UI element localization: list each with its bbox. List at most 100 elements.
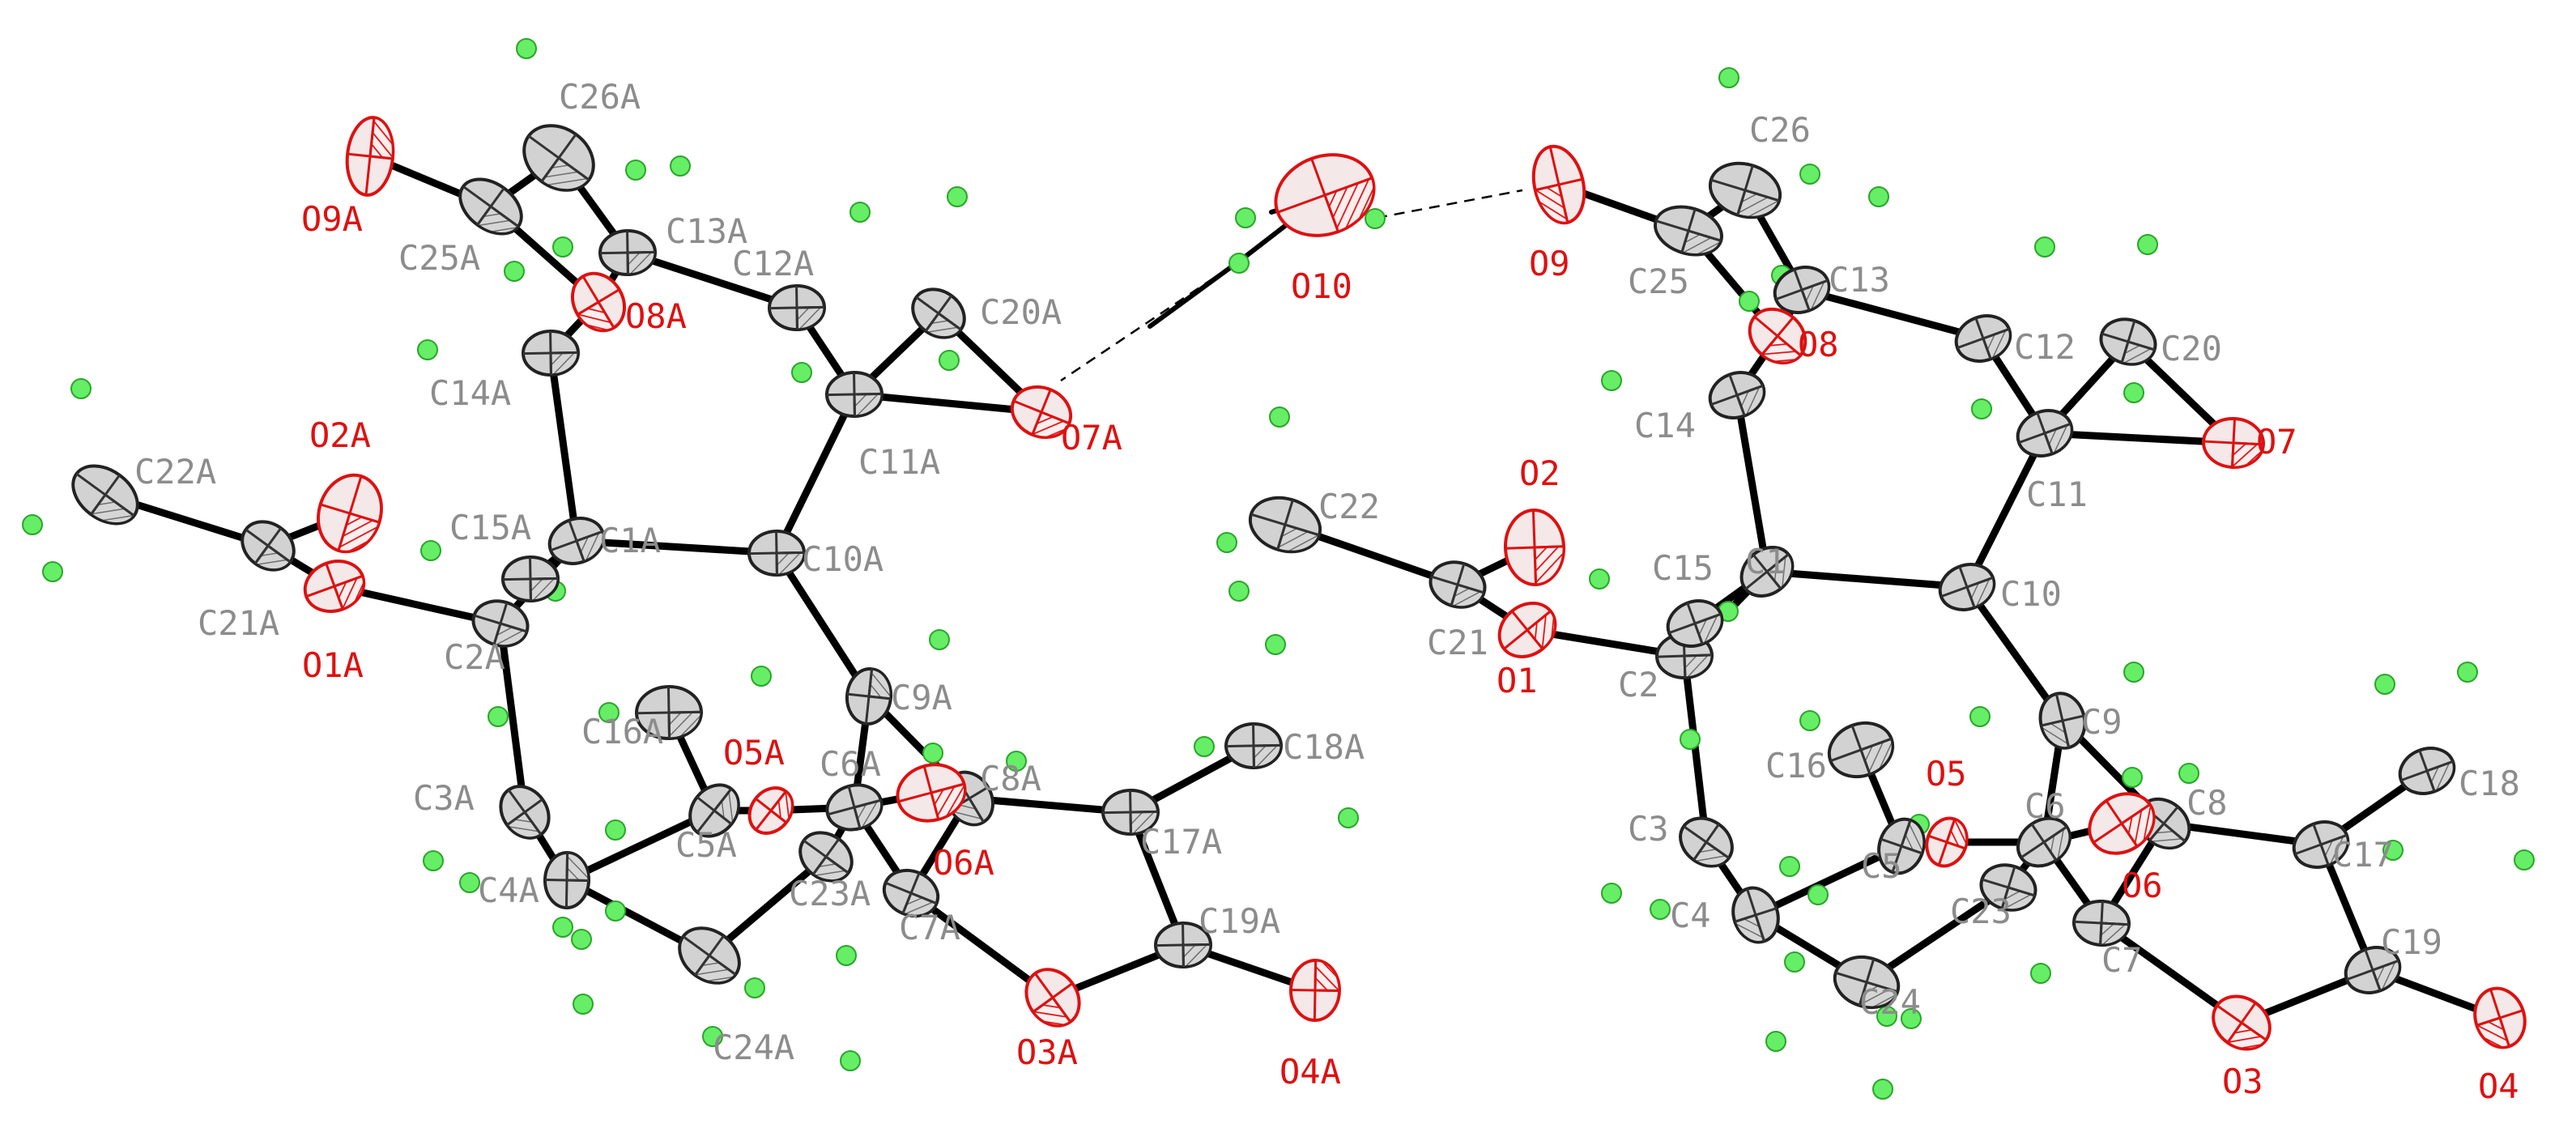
hydrogen-atom — [791, 362, 812, 383]
label-layer: C1AC2AC3AC4AC5AC6AC7AC8AC9AC10AC11AC12AC… — [134, 77, 2520, 1106]
atom-c12 — [1954, 314, 2012, 363]
bond-c11a-o7a — [850, 390, 1045, 416]
hydrogen-atom — [1235, 207, 1256, 228]
hydrogen-atom — [2034, 236, 2055, 258]
atom-label-o10: O10 — [1291, 266, 1352, 306]
atom-label-o7a: O7A — [1061, 418, 1122, 458]
atom-label-o9: O9 — [1529, 244, 1570, 283]
hydrogen-atom — [1228, 253, 1250, 274]
hydrogen-bond-o10-o9 — [1376, 189, 1523, 219]
atom-label-c13a: C13A — [666, 211, 747, 251]
atom-c14a — [522, 329, 580, 377]
atom-label-c21a: C21A — [198, 603, 279, 643]
hydrogen-atom — [423, 850, 444, 871]
atom-label-c23a: C23A — [789, 874, 871, 913]
hydrogen-atom-layer — [22, 38, 2535, 1100]
atom-c17 — [2292, 820, 2350, 869]
atom-label-c24: C24 — [1859, 982, 1921, 1022]
atom-c5a — [688, 783, 740, 838]
hydrogen-atom — [552, 917, 573, 938]
hydrogen-atom — [2123, 662, 2144, 683]
atom-c9a — [845, 667, 893, 726]
atom-o2 — [1503, 509, 1566, 586]
atom-label-c1: C1 — [1745, 542, 1786, 581]
hydrogen-atom — [1006, 751, 1027, 772]
hydrogen-atom — [504, 261, 525, 282]
atom-c1 — [1739, 546, 1795, 598]
hydrogen-atom — [625, 160, 646, 181]
atom-label-c20a: C20A — [980, 292, 1062, 332]
atom-label-c13: C13 — [1829, 260, 1890, 300]
atom-label-c8: C8 — [2186, 783, 2228, 823]
hydrogen-atom — [1338, 807, 1359, 828]
bond-c12-c13 — [1798, 286, 1987, 343]
bond-c10a-c11a — [773, 390, 858, 557]
hydrogen-atom — [1901, 1008, 1922, 1029]
atom-label-o2: O2 — [1519, 453, 1561, 493]
hydrogen-atom — [2122, 767, 2143, 788]
atom-label-c24a: C24A — [713, 1028, 794, 1067]
atom-c22a — [71, 464, 139, 526]
hydrogen-atom — [2382, 840, 2404, 861]
atom-label-o4: O4 — [2478, 1066, 2519, 1106]
atom-label-c10: C10 — [2000, 574, 2062, 614]
hydrogen-atom — [1799, 164, 1820, 185]
atom-label-c2a: C2A — [444, 637, 505, 677]
atom-c18 — [2398, 747, 2456, 795]
atom-label-c25a: C25A — [398, 238, 480, 278]
atom-label-c17a: C17A — [1140, 822, 1222, 862]
hydrogen-atom — [1601, 370, 1622, 391]
atom-c4 — [1731, 886, 1780, 944]
atom-label-o6a: O6A — [933, 843, 994, 883]
atom-c9 — [2038, 692, 2087, 750]
atom-label-c11: C11 — [2026, 475, 2088, 514]
hydrogen-atom — [1784, 951, 1805, 973]
atom-label-o8a: O8A — [625, 296, 687, 336]
bond-c9a-c10a — [773, 549, 873, 700]
atom-o7 — [2202, 416, 2265, 470]
hydrogen-atom — [1265, 634, 1286, 655]
bond-c1-c10 — [1763, 568, 1971, 591]
hydrogen-atom — [939, 350, 960, 371]
atom-label-o5: O5 — [1926, 754, 1967, 794]
atom-label-c14a: C14A — [429, 373, 511, 413]
atom-o5 — [1925, 816, 1969, 868]
atom-label-o5a: O5A — [723, 733, 785, 773]
atom-o3a — [1024, 968, 1081, 1028]
atom-o4 — [2473, 986, 2527, 1049]
hydrogen-atom — [947, 186, 968, 207]
hydrogen-atom — [1680, 729, 1701, 750]
hydrogen-atom — [1807, 884, 1829, 905]
hydrogen-atom — [670, 155, 691, 177]
hydrogen-atom — [552, 236, 573, 258]
atom-o1a — [303, 560, 366, 613]
atom-c7 — [2072, 899, 2131, 947]
atom-label-c3: C3 — [1628, 809, 1669, 849]
hydrogen-atom — [1718, 67, 1739, 88]
atom-label-o2a: O2A — [309, 415, 371, 455]
atom-o6a — [896, 763, 967, 823]
atom-c19 — [2344, 946, 2402, 994]
hydrogen-atom — [751, 666, 772, 687]
atom-label-o8: O8 — [1798, 325, 1839, 364]
atom-label-c16a: C16A — [581, 712, 663, 751]
atom-c26 — [1708, 161, 1782, 219]
hydrogen-atom — [605, 900, 626, 922]
hydrogen-atom — [1194, 736, 1215, 757]
atom-label-o3a: O3A — [1016, 1032, 1078, 1072]
hydrogen-atom — [2514, 849, 2535, 870]
hydrogen-atom — [1868, 186, 1889, 207]
bond-c1a-c14a — [547, 349, 581, 545]
atom-label-c4: C4 — [1670, 896, 1711, 935]
hydrogen-atom — [1650, 899, 1671, 920]
atom-c6 — [2016, 816, 2071, 868]
hydrogen-atom — [420, 540, 441, 561]
atom-c11 — [2016, 409, 2074, 458]
bond-c4-c5 — [1752, 842, 1905, 919]
atom-c15a — [501, 555, 560, 603]
atom-o4a — [1288, 959, 1342, 1022]
atom-label-c20: C20 — [2161, 329, 2222, 368]
hydrogen-atom — [1228, 581, 1250, 602]
atom-label-c25: C25 — [1628, 262, 1689, 301]
atom-c13 — [1773, 266, 1831, 314]
